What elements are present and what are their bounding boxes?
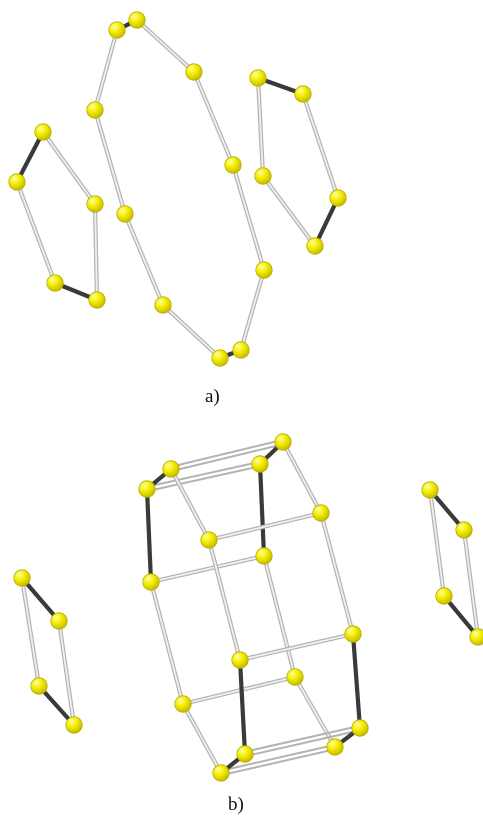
atom-aB6	[116, 205, 134, 223]
atom-aR4	[329, 189, 347, 207]
bond-dark	[441, 593, 481, 640]
bond-silver	[94, 203, 98, 301]
atom-aB2	[108, 21, 126, 39]
bond-dark	[14, 129, 46, 185]
atom-aL4	[46, 274, 64, 292]
atom-aB4	[86, 101, 104, 119]
bond-dark	[19, 575, 62, 624]
atom-aR2	[294, 85, 312, 103]
bond-dark	[350, 631, 363, 731]
atom-bL2	[50, 612, 68, 630]
bond-silver	[232, 164, 265, 271]
panel-b-label: b)	[228, 794, 244, 815]
bond-dark	[312, 195, 341, 249]
atom-c4	[138, 480, 156, 498]
atom-bR1	[421, 481, 439, 499]
atom-bR2	[455, 521, 473, 539]
panel-a-label: a)	[205, 386, 220, 407]
atom-aL2	[8, 173, 26, 191]
bond-silver	[150, 581, 184, 705]
bond-silver	[282, 441, 322, 514]
atom-aL3	[86, 195, 104, 213]
atom-c1	[274, 433, 292, 451]
atom-c7	[255, 547, 273, 565]
atom-bR3	[435, 587, 453, 605]
atom-aB9	[232, 341, 250, 359]
bond-silver	[320, 512, 354, 635]
bond-silver	[124, 213, 164, 306]
atom-c11	[286, 668, 304, 686]
atom-bL3	[30, 677, 48, 695]
bond-rail	[221, 748, 336, 777]
bond-rail	[171, 443, 284, 473]
bond-silver	[150, 555, 265, 583]
bond-silver	[182, 703, 222, 774]
bond-silver	[182, 676, 296, 705]
atom-aL1	[34, 123, 52, 141]
bond-silver	[208, 539, 241, 661]
atom-bL1	[13, 569, 31, 587]
bond-silver	[239, 633, 354, 661]
bond-silver	[302, 93, 339, 199]
atom-c13	[351, 719, 369, 737]
atom-aL5	[88, 291, 106, 309]
bond-silver	[170, 468, 210, 541]
bond-rail	[147, 465, 261, 493]
bond-silver	[240, 269, 265, 351]
atom-bR4	[469, 628, 483, 646]
bond-silver	[257, 77, 264, 177]
atom-c14	[326, 738, 344, 756]
atom-c9	[344, 625, 362, 643]
bond-silver	[16, 181, 56, 284]
bond-rail	[146, 460, 260, 488]
atom-c10	[231, 651, 249, 669]
atom-aB5	[224, 156, 242, 174]
atom-aR5	[306, 237, 324, 255]
bond-rail	[245, 729, 361, 758]
atom-c5	[312, 504, 330, 522]
bond-silver	[58, 620, 75, 726]
atom-aB10	[211, 349, 229, 367]
bond-dark	[427, 487, 467, 533]
bond-silver	[208, 512, 322, 541]
bond-dark	[36, 683, 77, 728]
bond-layer	[14, 17, 481, 777]
bond-silver	[21, 577, 40, 687]
atom-aB8	[154, 296, 172, 314]
bond-dark	[237, 657, 248, 757]
bond-silver	[263, 555, 296, 678]
bond-silver	[463, 529, 479, 638]
bond-silver	[42, 131, 96, 205]
bond-silver	[94, 109, 126, 215]
atom-aB3	[185, 63, 203, 81]
atom-aR3	[254, 167, 272, 185]
atom-layer	[8, 11, 483, 782]
atom-aR1	[249, 69, 267, 87]
bond-dark	[144, 486, 154, 585]
atom-c3	[162, 460, 180, 478]
bond-silver	[94, 29, 118, 111]
bond-rail	[244, 724, 360, 753]
atom-c16	[212, 764, 230, 782]
bond-silver	[262, 175, 316, 247]
bond-silver	[294, 676, 336, 748]
bond-rail	[220, 743, 335, 772]
atom-c15	[236, 745, 254, 763]
atom-bL4	[65, 716, 83, 734]
bond-silver	[429, 489, 445, 597]
bond-silver	[162, 304, 221, 359]
atom-c6	[200, 531, 218, 549]
bond-rail	[170, 438, 283, 468]
atom-aB1	[128, 11, 146, 29]
bond-silver	[193, 71, 234, 166]
atom-c12	[174, 695, 192, 713]
atom-c8	[142, 573, 160, 591]
atom-c2	[251, 455, 269, 473]
bond-dark	[257, 461, 267, 559]
bond-silver	[136, 19, 195, 73]
atom-aB7	[255, 261, 273, 279]
